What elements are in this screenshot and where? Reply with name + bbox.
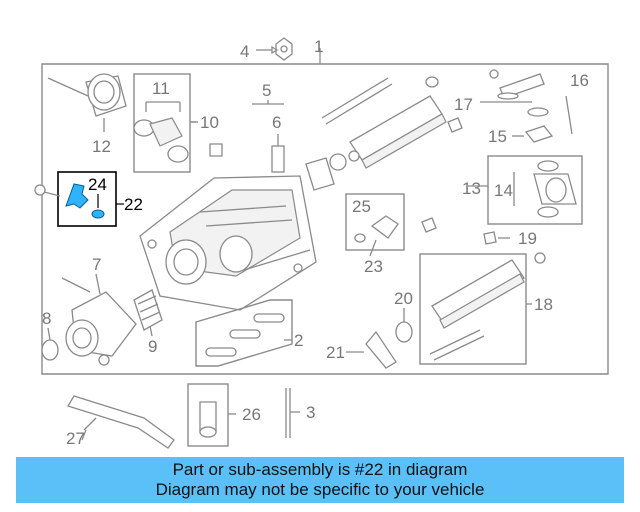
part-12-throttle-body [47,73,127,132]
callout-18: 18 [534,295,553,314]
part-23-25-group [345,193,437,251]
callout-9: 9 [148,337,157,356]
part-3-stud [285,388,300,438]
callout-15: 15 [488,127,507,146]
callout-5: 5 [262,81,271,100]
callout-12: 12 [92,137,111,156]
callout-11: 11 [152,79,170,98]
part-22-highlight-box [57,171,124,227]
callout-8: 8 [42,309,51,328]
part-7-8-9-group [41,277,163,366]
callout-23: 23 [364,257,383,276]
info-banner: Part or sub-assembly is #22 in diagram D… [16,457,624,503]
part-10-11-group [133,73,223,173]
part-2-gasket-set [195,299,293,367]
callout-26: 26 [242,405,261,424]
part-24-seal [91,209,105,219]
callout-20: 20 [394,289,413,308]
supercharger-housing [139,175,317,311]
intercooler [305,76,463,191]
part-27-pipe [67,395,175,449]
part-15-16-17-group [480,69,573,143]
assembly-frame [41,63,609,375]
part-5-6-group [252,100,285,173]
part-18-group [419,253,532,365]
part-26-group [187,383,229,447]
callout-21: 21 [326,343,345,362]
callout-17: 17 [454,95,473,114]
callout-24: 24 [88,175,107,194]
callout-2: 2 [294,331,303,350]
callout-27: 27 [66,429,85,448]
callout-13: 13 [462,179,481,198]
callout-22: 22 [124,195,143,214]
part-4-nut [256,37,293,61]
part-21-hose [346,330,397,369]
callout-6: 6 [272,113,281,132]
callout-10: 10 [200,113,219,132]
callout-1: 1 [314,37,323,56]
part-22-actuator [65,183,89,209]
callout-7: 7 [92,255,101,274]
callout-4: 4 [240,42,249,61]
callout-19: 19 [518,229,537,248]
callout-25: 25 [352,197,371,216]
callout-16: 16 [570,71,589,90]
part-20-gasket [395,321,413,343]
callout-3: 3 [306,403,315,422]
part-19-plug [483,231,546,264]
banner-line-2: Diagram may not be specific to your vehi… [155,480,485,499]
callout-14: 14 [494,181,513,200]
banner-line-1: Part or sub-assembly is #22 in diagram [172,460,468,479]
part-13-14-group [487,155,583,225]
